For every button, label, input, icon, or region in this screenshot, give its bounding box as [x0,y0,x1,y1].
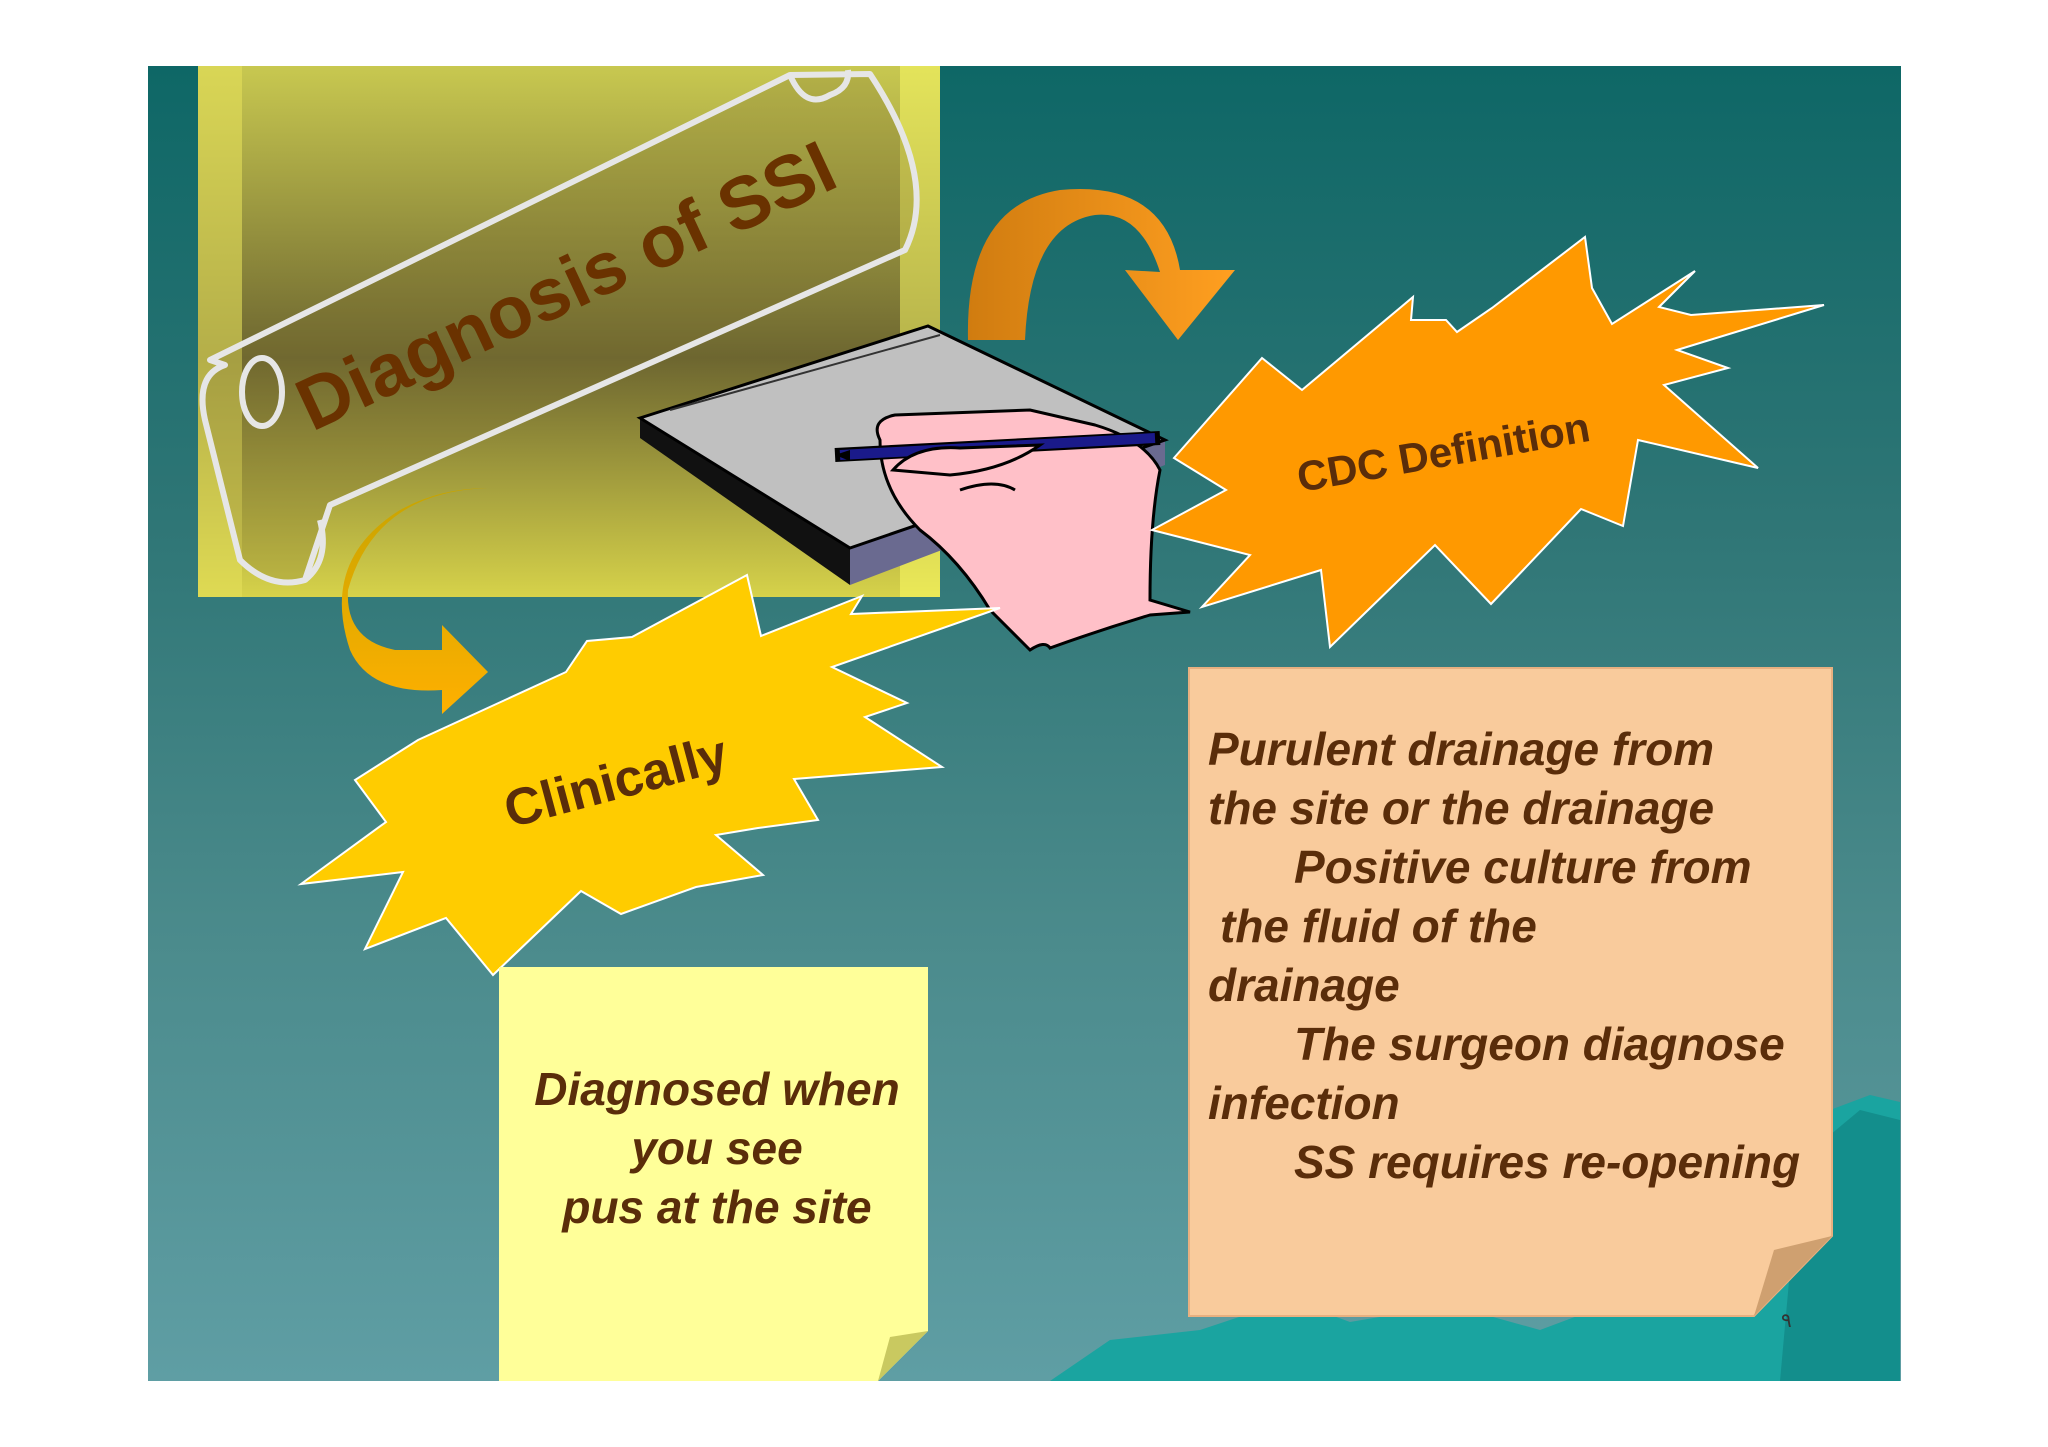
clinical-note-card [499,967,928,1381]
scroll-icon [199,69,920,586]
cdc-note-line: Purulent drainage from [1208,723,1715,775]
cdc-definition-burst [1149,235,1825,650]
cdc-note-line: The surgeon diagnose [1294,1018,1785,1070]
burst-shape-icon [1149,235,1825,650]
burst-shape-icon [297,573,1001,977]
cdc-note-line: SS requires re-opening [1294,1136,1801,1188]
page-number: ٩ [1781,1310,1792,1332]
cdc-note-line: the site or the drainage [1208,782,1715,834]
clinical-note-text: Diagnosed when you see pus at the site [522,1060,912,1237]
cdc-note-line: Positive culture from [1294,841,1752,893]
clinical-note-line: pus at the site [562,1181,872,1233]
cdc-note-text: Purulent drainage from the site or the d… [1208,720,1800,1192]
writing-hand-icon [636,324,1191,652]
clinical-note-line: Diagnosed when [534,1063,900,1115]
cdc-note-line: infection [1208,1077,1400,1129]
clinically-burst [297,573,1001,977]
clinical-note-line: you see [631,1122,803,1174]
curved-arrow-icon [967,189,1235,340]
curved-arrow-icon [341,488,488,714]
cdc-note-line: drainage [1208,959,1400,1011]
cdc-note-card [1188,667,1833,1317]
cdc-note-line: the fluid of the [1220,900,1537,952]
